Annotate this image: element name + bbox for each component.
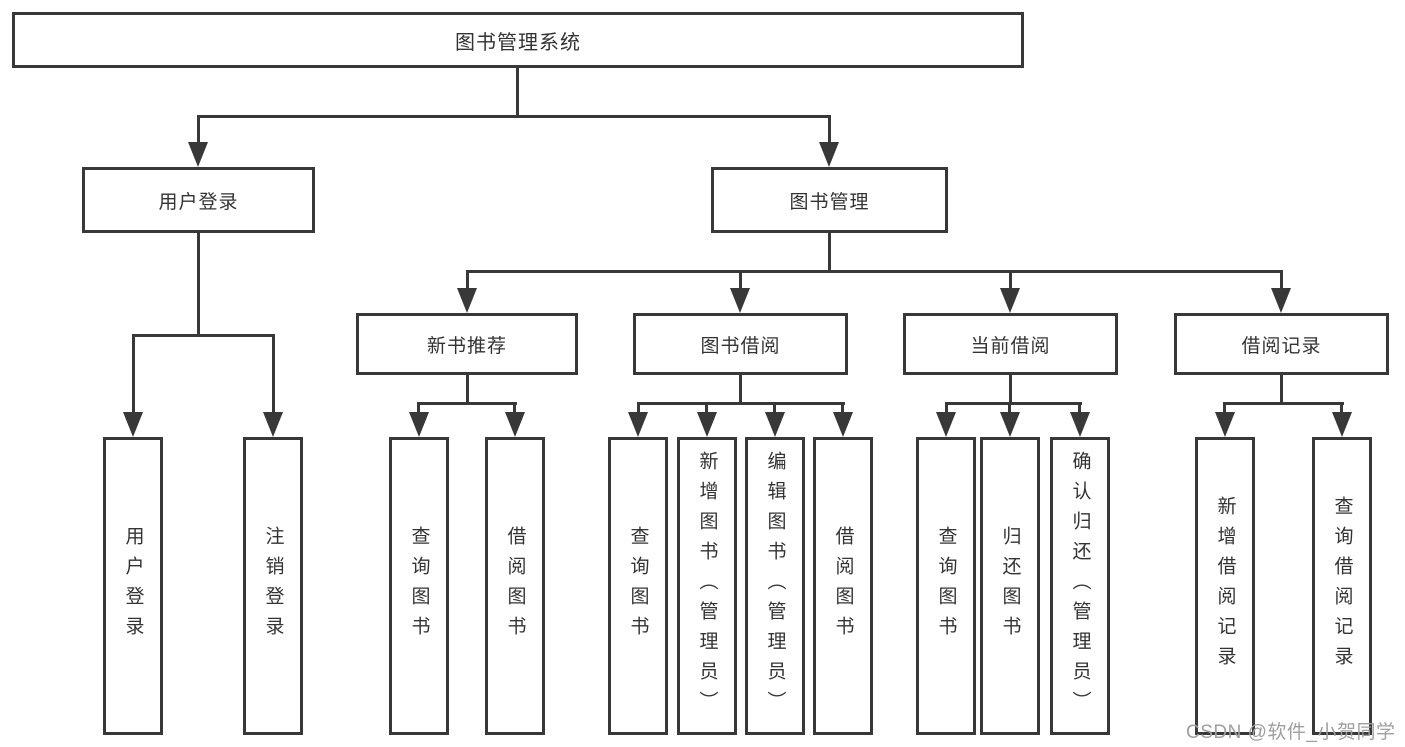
leaf-query-books-current: 查询图书	[916, 437, 976, 735]
arrowhead-groupB-leaf4	[833, 412, 853, 437]
arrowhead-groupC-leaf1	[936, 412, 956, 437]
arrowhead-groupC-leaf3	[1070, 412, 1090, 437]
connector-groupB-drop4	[841, 402, 844, 416]
arrowhead-groupD-leaf1	[1215, 412, 1235, 437]
arrowhead-leaf-logout	[263, 412, 283, 437]
connector-book-management-trunk	[828, 233, 831, 273]
connector-groupB-trunk	[739, 375, 742, 405]
connector-root-trunk	[516, 68, 519, 118]
connector-groupC-drop2	[1008, 402, 1011, 416]
connector-drop-new-book-recommend	[466, 270, 469, 292]
connector-groupA-trunk	[466, 375, 469, 405]
connector-groupA-hline	[417, 402, 517, 405]
node-borrow-record: 借阅记录	[1174, 313, 1389, 375]
leaf-user-login: 用户登录	[103, 437, 163, 735]
leaf-query-books-borrow: 查询图书	[608, 437, 668, 735]
leaf-query-books-borrow-label: 查询图书	[627, 526, 649, 646]
leaf-edit-books-admin-label: 编辑图书（管理员）	[764, 451, 786, 721]
leaf-edit-books-admin: 编辑图书（管理员）	[745, 437, 805, 735]
leaf-query-borrow-record: 查询借阅记录	[1312, 437, 1372, 735]
leaf-confirm-return-admin: 确认归还（管理员）	[1050, 437, 1110, 735]
arrowhead-groupA-leaf2	[505, 412, 525, 437]
connector-user-login-trunk	[197, 233, 200, 337]
connector-drop-book-borrow	[739, 270, 742, 292]
leaf-borrow-books-recommend-label: 借阅图书	[504, 526, 526, 646]
arrowhead-groupB-leaf2	[697, 412, 717, 437]
connector-drop-user-login	[197, 115, 200, 146]
connector-drop-current-borrow	[1009, 270, 1012, 292]
connector-drop-book-management	[828, 115, 831, 146]
leaf-borrow-books-label: 借阅图书	[832, 526, 854, 646]
arrowhead-leaf-user-login	[123, 412, 143, 437]
leaf-query-borrow-record-label: 查询借阅记录	[1331, 496, 1353, 676]
node-book-management: 图书管理	[711, 167, 948, 233]
arrowhead-current-borrow	[1000, 288, 1020, 313]
leaf-return-books: 归还图书	[980, 437, 1040, 735]
leaf-user-login-label: 用户登录	[122, 526, 144, 646]
arrowhead-groupA-leaf1	[409, 412, 429, 437]
node-root: 图书管理系统	[12, 12, 1024, 68]
leaf-logout-login-label: 注销登录	[262, 526, 284, 646]
connector-groupB-drop2	[705, 402, 708, 416]
connector-groupD-drop2	[1340, 402, 1343, 416]
connector-groupC-drop3	[1078, 402, 1081, 416]
connector-groupA-drop1	[417, 402, 420, 416]
arrowhead-groupB-leaf3	[765, 412, 785, 437]
leaf-query-books-recommend-label: 查询图书	[408, 526, 430, 646]
arrowhead-book-borrow	[730, 288, 750, 313]
connector-drop-leaf-logout	[272, 334, 275, 416]
connector-groupA-drop2	[513, 402, 516, 416]
leaf-confirm-return-admin-label: 确认归还（管理员）	[1069, 451, 1091, 721]
arrowhead-groupD-leaf2	[1332, 412, 1352, 437]
arrowhead-user-login	[188, 142, 208, 167]
arrowhead-borrow-record	[1271, 288, 1291, 313]
arrowhead-groupB-leaf1	[628, 412, 648, 437]
leaf-borrow-books: 借阅图书	[813, 437, 873, 735]
arrowhead-groupC-leaf2	[1000, 412, 1020, 437]
leaf-query-books-current-label: 查询图书	[935, 526, 957, 646]
connector-groupB-drop1	[637, 402, 640, 416]
node-book-borrow: 图书借阅	[633, 313, 848, 375]
connector-user-login-hline	[132, 334, 275, 337]
connector-groupD-hline	[1223, 402, 1344, 405]
connector-groupD-drop1	[1223, 402, 1226, 416]
leaf-add-books-admin: 新增图书（管理员）	[677, 437, 737, 735]
connector-groupC-hline	[945, 402, 1082, 405]
leaf-add-borrow-record-label: 新增借阅记录	[1214, 496, 1236, 676]
node-new-book-recommend: 新书推荐	[356, 313, 578, 375]
arrowhead-book-management	[819, 142, 839, 167]
connector-groupD-trunk	[1280, 375, 1283, 405]
connector-groupB-hline	[637, 402, 845, 405]
connector-drop-leaf-user-login	[132, 334, 135, 416]
arrowhead-new-book-recommend	[457, 288, 477, 313]
leaf-query-books-recommend: 查询图书	[389, 437, 449, 735]
leaf-borrow-books-recommend: 借阅图书	[485, 437, 545, 735]
connector-groupB-drop3	[773, 402, 776, 416]
leaf-return-books-label: 归还图书	[999, 526, 1021, 646]
connector-groupC-trunk	[1009, 375, 1012, 405]
node-current-borrow: 当前借阅	[903, 313, 1118, 375]
leaf-add-books-admin-label: 新增图书（管理员）	[696, 451, 718, 721]
connector-level1-hline	[197, 115, 831, 118]
connector-level2-hline	[466, 270, 1283, 273]
leaf-add-borrow-record: 新增借阅记录	[1195, 437, 1255, 735]
watermark: CSDN @软件_小贺同学	[1186, 722, 1396, 743]
leaf-logout-login: 注销登录	[243, 437, 303, 735]
connector-drop-borrow-record	[1280, 270, 1283, 292]
connector-groupC-drop1	[945, 402, 948, 416]
node-user-login: 用户登录	[82, 167, 315, 233]
